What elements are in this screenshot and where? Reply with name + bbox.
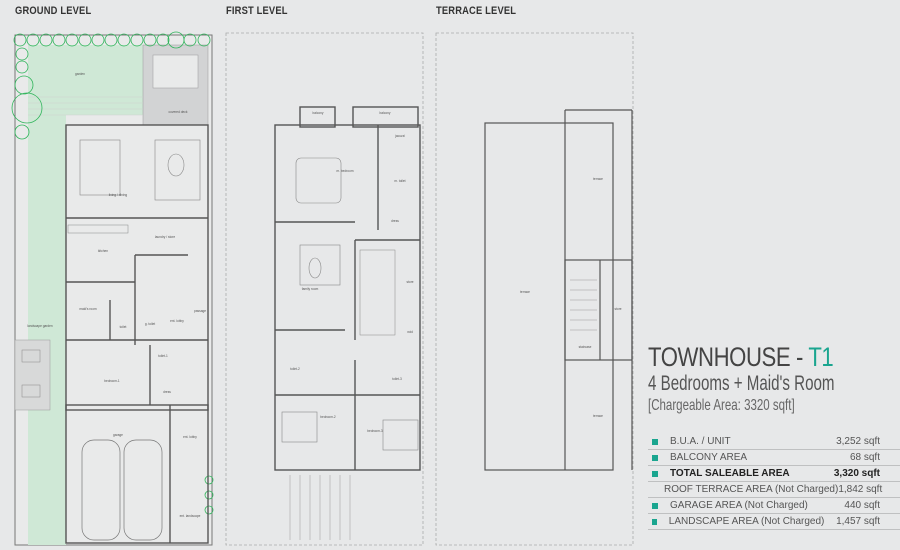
room-label-bedroom-2: bedroom-2 — [320, 415, 336, 419]
room-label-terrace-main: terrace — [520, 290, 530, 294]
garden-lawn — [28, 45, 143, 115]
room-label-laundry: laundry / store — [155, 235, 175, 239]
trees — [11, 31, 214, 515]
area-value: 1,842 sqft — [838, 484, 883, 495]
bullet-square-icon — [652, 454, 658, 461]
area-label: GARAGE AREA (Not Charged) — [670, 500, 808, 511]
ground-level-plan: garden covered deck living / dining kitc… — [11, 31, 214, 546]
room-label-living-dining: living / dining — [109, 193, 128, 197]
bullet-square-icon — [652, 502, 658, 509]
room-label-balcony-1: balcony — [313, 111, 324, 115]
area-label: B.U.A. / UNIT — [670, 436, 731, 447]
chargeable-area: [Chargeable Area: 3320 sqft] — [648, 397, 795, 414]
room-label-bedroom-3: bedroom-3 — [367, 429, 383, 433]
first-level-plan: balcony balcony m. bedroom jacuzzi m. to… — [225, 32, 424, 546]
room-label-balcony-2: balcony — [380, 111, 391, 115]
room-label-garage: garage — [113, 433, 123, 437]
room-label-kitchen: kitchen — [98, 249, 108, 253]
area-row: B.U.A. / UNIT 3,252 sqft — [648, 434, 900, 450]
room-label-toilet: toilet — [120, 325, 127, 329]
room-label-family-room: family room — [302, 287, 319, 291]
room-label-void: void — [407, 330, 413, 334]
room-label-dress: dress — [163, 390, 171, 394]
ground-level-heading: GROUND LEVEL — [15, 5, 92, 17]
room-label-m-toilet: m. toilet — [394, 179, 405, 183]
room-label-toilet-1: toilet-1 — [158, 354, 168, 358]
area-row: LANDSCAPE AREA (Not Charged) 1,457 sqft — [648, 514, 900, 530]
room-label-m-bedroom: m. bedroom — [336, 169, 353, 173]
room-label-store: store — [406, 280, 413, 284]
area-value: 68 sqft — [849, 452, 880, 463]
room-label-terrace-bottom: terrace — [593, 414, 603, 418]
room-label-ent-lobby: ent. lobby — [170, 319, 184, 323]
area-row: BALCONY AREA 68 sqft — [648, 450, 900, 466]
area-row: GARAGE AREA (Not Charged) 440 sqft — [648, 498, 900, 514]
room-label-terrace-store: store — [614, 307, 621, 311]
room-label-guest-toilet: g. toilet — [145, 322, 155, 326]
dining-table — [79, 139, 121, 196]
bullet-square-icon — [652, 438, 658, 445]
cars — [81, 439, 163, 541]
room-label-staircase: staircase — [579, 345, 592, 349]
unit-subtitle: 4 Bedrooms + Maid's Room — [648, 372, 835, 395]
unit-info-panel: TOWNHOUSE - T1 4 Bedrooms + Maid's Room … — [648, 342, 900, 530]
first-level-heading: FIRST LEVEL — [226, 5, 288, 17]
area-value: 3,252 sqft — [836, 436, 880, 447]
room-label-garden: garden — [75, 72, 85, 76]
area-value: 1,457 sqft — [836, 516, 880, 527]
area-label: TOTAL SALEABLE AREA — [670, 468, 790, 479]
area-value: 440 sqft — [844, 500, 880, 511]
room-label-toilet-2: toilet-2 — [290, 367, 300, 371]
room-label-jacuzzi: jacuzzi — [394, 134, 405, 138]
terrace-level-plan: terrace terrace terrace store staircase — [435, 32, 634, 546]
room-label-maids-room: maid's room — [79, 307, 97, 311]
unit-title: TOWNHOUSE - T1 — [648, 342, 834, 372]
area-row: TOTAL SALEABLE AREA 3,320 sqft — [648, 466, 900, 482]
area-label: LANDSCAPE AREA (Not Charged) — [668, 516, 825, 527]
room-label-m-dress: dress — [391, 219, 399, 223]
room-label-toilet-3: toilet-3 — [392, 377, 402, 381]
bullet-square-icon — [652, 470, 658, 477]
bullet-square-icon — [652, 518, 657, 525]
area-row: ROOF TERRACE AREA (Not Charged)1,842 sqf… — [648, 482, 900, 498]
room-label-ent-landscape: ent. landscape — [180, 514, 201, 518]
unit-type-accent: T1 — [808, 342, 834, 372]
area-value: 3,320 sqft — [833, 468, 880, 479]
room-label-terrace-top: terrace — [593, 177, 603, 181]
area-label: ROOF TERRACE AREA (Not Charged) — [664, 484, 839, 495]
room-label-ent-lobby-2: ent. lobby — [183, 435, 197, 439]
room-label-passage: passage — [194, 309, 206, 313]
pool — [152, 54, 199, 89]
room-label-bedroom-1: bedroom-1 — [104, 379, 120, 383]
terrace-level-heading: TERRACE LEVEL — [436, 5, 517, 17]
room-label-landscape-garden: landscape garden — [27, 324, 53, 328]
area-label: BALCONY AREA — [670, 452, 748, 463]
room-label-covered-deck: covered deck — [169, 110, 188, 114]
